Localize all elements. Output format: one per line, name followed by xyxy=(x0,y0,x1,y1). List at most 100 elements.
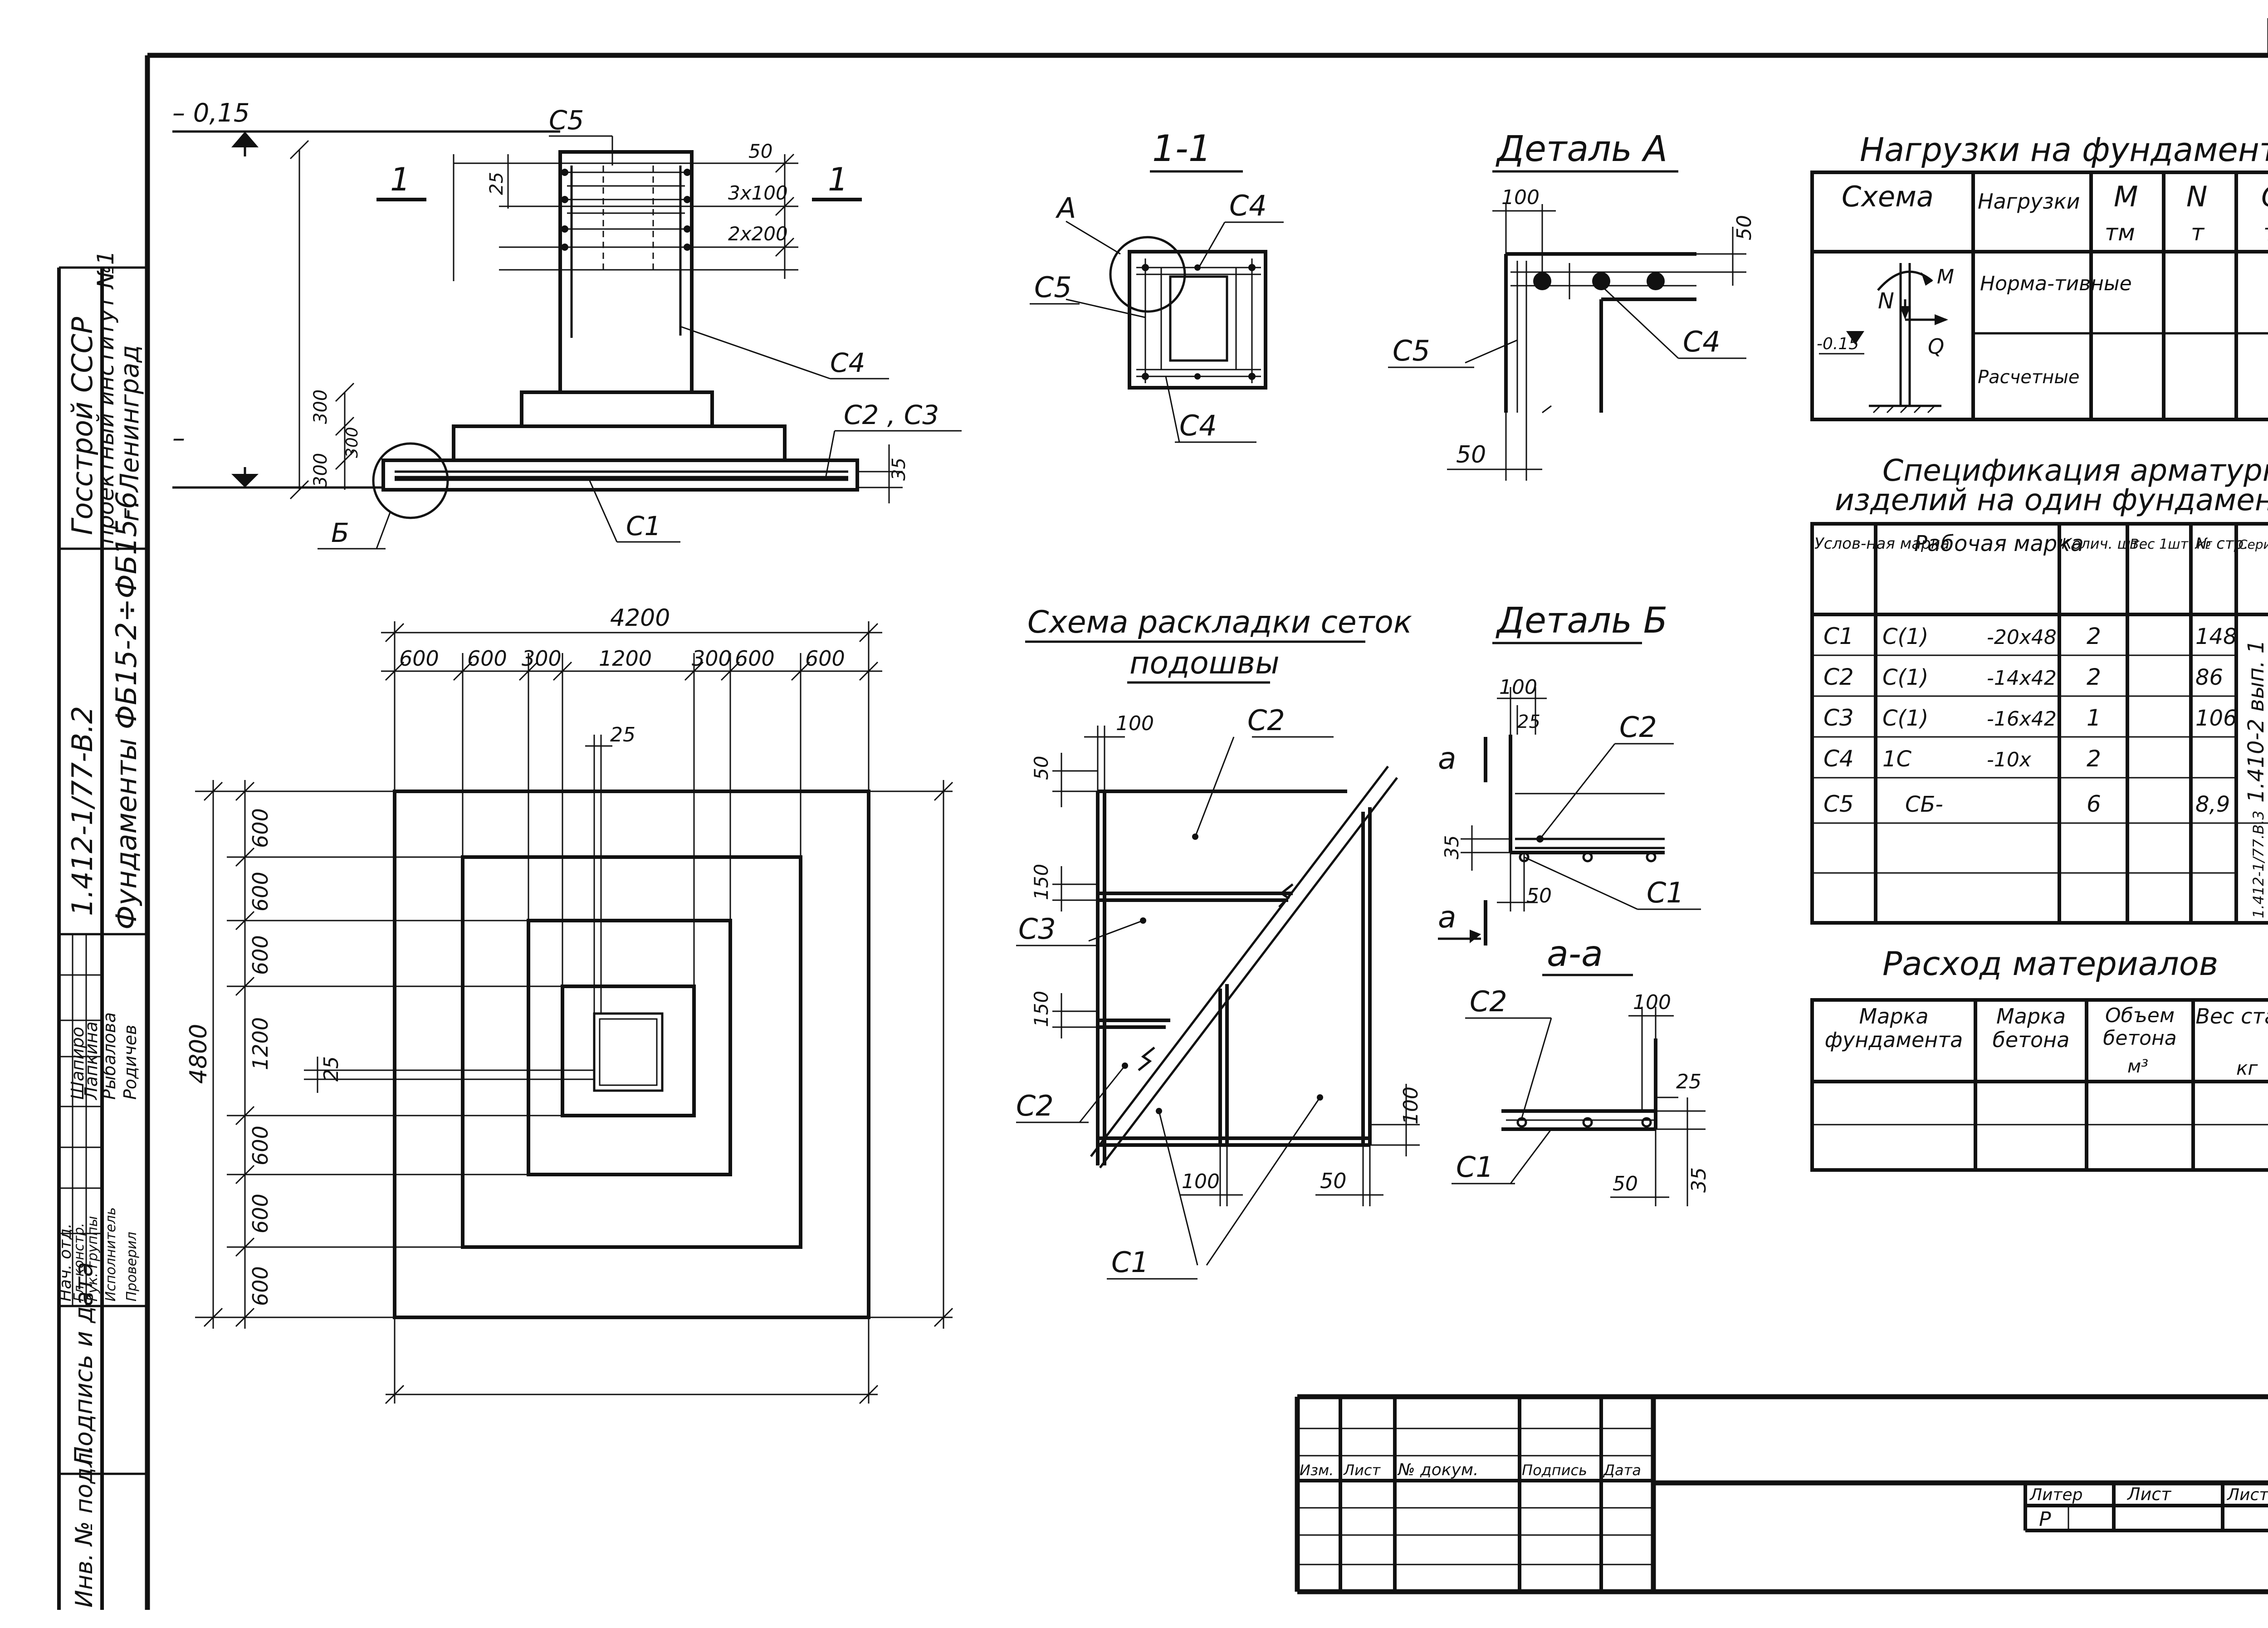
spec-row-5-mark: С5 xyxy=(1823,791,1854,817)
stamp-title: Фундаменты ФБ15-2÷ФБ15-6 xyxy=(110,491,143,930)
spec-row-1-qty: 2 xyxy=(2087,623,2101,649)
loads-header-n-unit: т xyxy=(2191,219,2205,246)
materials-header-mark: Марка фундамента xyxy=(1824,1004,1963,1052)
mesh-title-2: подошвы xyxy=(1129,645,1280,681)
label-c2-c3: С2 , С3 xyxy=(844,400,939,430)
plan-total-width: 4200 xyxy=(610,604,670,632)
detail-b-dim-35: 35 xyxy=(1441,835,1463,859)
mesh-dim-150-a: 150 xyxy=(1030,864,1052,900)
loads-row-normative: Норма-тивные xyxy=(1980,272,2132,295)
dim-right-2: 3х100 xyxy=(728,182,788,204)
stamp-org-2: проектный институт №1 xyxy=(93,250,119,544)
spec-row-5-page: 8,9 xyxy=(2195,792,2230,817)
plan-top-dim-2: 600 xyxy=(467,646,507,671)
loads-scheme-n: N xyxy=(1878,288,1894,314)
section-aa-label-c2: С2 xyxy=(1470,985,1507,1018)
detail-b-dim-100: 100 xyxy=(1499,676,1537,699)
loads-header-scheme: Схема xyxy=(1842,180,1934,213)
label-b: Б xyxy=(331,517,349,548)
level-bottom-mark: – xyxy=(172,424,185,453)
stamp-sign-label: Подпись и дата xyxy=(69,1262,98,1465)
label-c5: С5 xyxy=(549,105,584,136)
mesh-label-c1: С1 xyxy=(1111,1246,1149,1279)
stamp-name-4: Рыбалова xyxy=(99,1012,119,1100)
loads-title: Нагрузки на фундамент xyxy=(1860,131,2268,169)
stamp-name-5: Родичев xyxy=(120,1025,140,1100)
spec-header-qty: Колич. шт. xyxy=(2062,535,2144,552)
dim-left-3: 300 xyxy=(310,453,331,487)
mesh-title-1: Схема раскладки сеток xyxy=(1027,604,1412,640)
spec-header-mark: Услов-ная марка xyxy=(1814,535,1950,553)
plan-top-dim-3: 300 xyxy=(522,646,562,671)
tb-liter-value: Р xyxy=(2039,1508,2051,1531)
plan-left-dim-6: 600 xyxy=(248,1194,273,1233)
detail-b-dim-50: 50 xyxy=(1526,884,1552,907)
title-block: Изм. Лист № докум. Подпись Дата Литер Ли… xyxy=(1295,1394,2268,1594)
mesh-dim-100-bottom: 100 xyxy=(1182,1170,1220,1193)
detail-a-dim-50-right: 50 xyxy=(1733,215,1756,240)
plan-dim-25-top: 25 xyxy=(610,723,635,746)
spec-row-3-qty: 1 xyxy=(2087,705,2101,731)
detail-b: Деталь Б а а 100 25 35 50 С2 xyxy=(1438,600,1711,1206)
mesh-label-c2-top: С2 xyxy=(1247,704,1285,737)
label-c1: С1 xyxy=(626,511,661,541)
label-c4: С4 xyxy=(830,347,865,378)
spec-row-4-mark: С4 xyxy=(1823,746,1854,772)
spec-title-1: Спецификация арматурных xyxy=(1882,453,2268,488)
section-aa-dim-25: 25 xyxy=(1676,1070,1701,1093)
plan-left-dim-2: 600 xyxy=(248,872,273,911)
plan-dim-25-left: 25 xyxy=(320,1056,343,1082)
tb-col-doc: № докум. xyxy=(1397,1461,1478,1479)
plan-total-height: 4800 xyxy=(185,1024,212,1084)
materials-header-steel-unit: кг xyxy=(2236,1057,2258,1079)
mesh-dim-150-b: 150 xyxy=(1030,991,1052,1027)
stamp-role-3: Рук. группы xyxy=(85,1216,101,1301)
dim-left-1: 300 xyxy=(310,390,331,424)
stamp-role-5: Проверил xyxy=(124,1232,140,1301)
plan-top-dim-5: 300 xyxy=(692,646,732,671)
spec-row-3-size: -16х42 xyxy=(1987,707,2057,731)
loads-scheme-q: Q xyxy=(1928,334,1944,359)
materials-title: Расход материалов xyxy=(1882,945,2218,983)
section-aa-dim-50: 50 xyxy=(1613,1172,1638,1195)
materials-table: Расход материалов Марка фундамента Марка… xyxy=(1810,945,2268,1172)
stamp-org-1: Госстрой СССР xyxy=(66,317,99,535)
spec-row-1-page: 148 xyxy=(2195,624,2237,649)
spec-header-page: № стр. xyxy=(2195,535,2248,553)
section-11-title: 1-1 xyxy=(1152,127,1212,170)
loads-header-n: N xyxy=(2186,180,2207,213)
plan-left-dim-4: 1200 xyxy=(248,1017,273,1070)
side-stamp: Госстрой СССР проектный институт №1 г. Л… xyxy=(56,250,147,1610)
loads-header-q-unit: т xyxy=(2263,219,2268,246)
spec-row-3-mark: С3 xyxy=(1823,705,1854,731)
mesh-dim-100-top: 100 xyxy=(1116,712,1154,735)
loads-scheme-m: М xyxy=(1937,265,1954,288)
plan-left-dim-7: 600 xyxy=(248,1266,273,1306)
dim-right-3: 2х200 xyxy=(728,223,788,245)
plan-top-dim-7: 600 xyxy=(805,646,845,671)
section-aa-dim-100: 100 xyxy=(1633,991,1671,1014)
detail-b-label-c1: С1 xyxy=(1647,876,1684,909)
stamp-role-1: Нач. отд. xyxy=(56,1223,75,1301)
stamp-role-2: Гл. констр. xyxy=(71,1223,87,1301)
materials-header-volume-unit: м³ xyxy=(2127,1056,2148,1077)
section-aa-label-c1: С1 xyxy=(1456,1150,1494,1184)
spec-row-5-qty: 6 xyxy=(2087,791,2101,817)
stamp-role-4: Исполнитель xyxy=(103,1207,119,1301)
stamp-org-3: г. Ленинград xyxy=(115,345,145,522)
materials-header-concrete: Марка бетона xyxy=(1992,1004,2070,1052)
materials-header-steel: Вес стали xyxy=(2195,1004,2268,1028)
section-mark-left: 1 xyxy=(390,161,411,198)
stamp-inv-label: Инв. № подл. xyxy=(71,1445,98,1608)
spec-series-2: 1.412-1/77.В.3 xyxy=(2250,810,2267,918)
spec-row-2-work: С(1) xyxy=(1882,665,1929,690)
tb-header-sheets: Листов xyxy=(2226,1486,2268,1504)
spec-row-1-size: -20х48 xyxy=(1987,626,2057,649)
detail-a-dim-100: 100 xyxy=(1501,186,1540,209)
spec-row-2-qty: 2 xyxy=(2087,664,2101,690)
loads-scheme-level: -0.15 xyxy=(1817,335,1859,353)
dim-35: 35 xyxy=(889,458,909,481)
section-11-label-c4-top: С4 xyxy=(1229,189,1267,222)
detail-a-dim-50-bottom: 50 xyxy=(1456,441,1486,468)
